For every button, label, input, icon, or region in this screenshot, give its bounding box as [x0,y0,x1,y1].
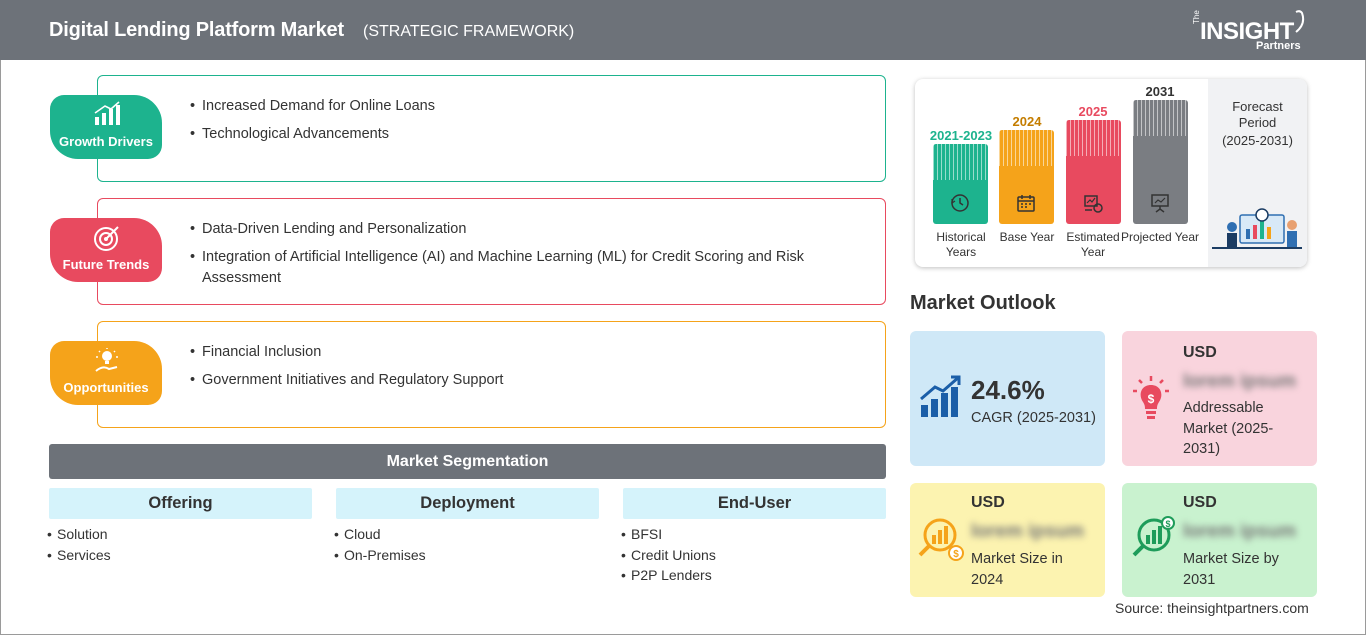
logo-swoosh-icon [1295,10,1305,33]
addressable-market-currency: USD [1183,344,1217,361]
list-item: Credit Unions [621,545,716,566]
svg-text:$: $ [1148,392,1155,406]
market-size-2031-tile: $ USD lorem ipsum Market Size by 2031 [1122,483,1317,597]
forecast-period-title: Forecast Period [1232,99,1283,130]
growth-chart-icon [94,101,120,125]
timeline-year-base: 2024 [1012,114,1042,129]
market-size-2031-label: Market Size by 2031 [1183,551,1279,588]
cagr-tile: 24.6% CAGR (2025-2031) [910,331,1105,466]
growth-drivers-list: Increased Demand for Online Loans Techno… [190,96,845,152]
growth-drivers-card: Increased Demand for Online Loans Techno… [97,75,886,182]
timeline-year-historical: 2021-2023 [929,128,993,143]
market-size-2024-label: Market Size in 2024 [971,551,1063,588]
opportunities-list: Financial Inclusion Government Initiativ… [190,342,845,398]
future-trends-list: Data-Driven Lending and Personalization … [190,219,845,296]
segment-list-deployment: Cloud On-Premises [334,524,426,565]
timeline-bar-estimated [1066,120,1121,224]
timeline-caption-base: Base Year [999,230,1055,244]
cagr-value: 24.6% [971,375,1045,405]
addressable-market-tile: $ USD lorem ipsum Addressable Market (20… [1122,331,1317,466]
list-item: P2P Lenders [621,565,716,586]
list-item: Financial Inclusion [190,342,845,363]
lightbulb-dollar-icon: $ [1133,376,1169,419]
list-item: Data-Driven Lending and Personalization [190,219,845,240]
magnifier-dollar-chart-icon: $ [1132,516,1175,557]
list-item: Cloud [334,524,426,545]
calendar-icon [1017,195,1035,212]
timeline-bar-historical [933,144,988,224]
header-bar: Digital Lending Platform Market (STRATEG… [0,0,1366,60]
timeline-caption-projected: Projected Year [1120,230,1200,244]
logo-partners: Partners [1256,40,1301,52]
opportunities-badge: Opportunities [50,341,162,405]
growth-chart-icon [920,375,961,417]
list-item: Government Initiatives and Regulatory Su… [190,370,845,391]
timeline-year-projected: 2031 [1145,84,1175,99]
insight-partners-logo: The INSIGHT Partners [1192,10,1317,54]
market-size-2031-value: lorem ipsum [1183,521,1296,542]
segment-heading-offering: Offering [49,488,312,519]
list-item: BFSI [621,524,716,545]
source-link[interactable]: Source: theinsightpartners.com [1115,600,1309,616]
page-subtitle: (STRATEGIC FRAMEWORK) [363,23,575,40]
addressable-market-value: lorem ipsum [1183,371,1296,392]
forecast-period-range: (2025-2031) [1222,133,1293,148]
timeline-bar-projected [1133,100,1188,224]
segment-list-end-user: BFSI Credit Unions P2P Lenders [621,524,716,586]
market-outlook-title: Market Outlook [910,292,1056,314]
cagr-label: CAGR (2025-2031) [971,410,1096,426]
future-trends-label: Future Trends [62,257,150,272]
estimate-chart-icon [1084,195,1103,213]
timeline-caption-historical: Historical Years [936,230,986,259]
list-item: Increased Demand for Online Loans [190,96,845,117]
presentation-icon [1151,194,1169,213]
analytics-team-icon [1212,208,1302,249]
list-item: Services [47,545,111,566]
svg-text:$: $ [953,549,959,560]
list-item: Integration of Artificial Intelligence (… [190,247,845,289]
timeline-year-estimated: 2025 [1078,104,1108,119]
market-size-2024-currency: USD [971,494,1005,511]
opportunities-card: Financial Inclusion Government Initiativ… [97,321,886,428]
segment-heading-end-user: End-User [623,488,886,519]
market-segmentation-header: Market Segmentation [49,444,886,479]
segment-heading-deployment: Deployment [336,488,599,519]
lightbulb-hand-icon [95,348,118,372]
growth-drivers-label: Growth Drivers [59,134,153,149]
logo-insight: INSIGHT [1200,18,1294,45]
timeline-panel: Forecast Period (2025-2031) 2021-2023 Hi… [915,79,1307,267]
list-item: Technological Advancements [190,124,845,145]
future-trends-card: Data-Driven Lending and Personalization … [97,198,886,305]
timeline-bar-base [999,130,1054,224]
opportunities-label: Opportunities [63,380,149,395]
target-icon [94,226,119,251]
future-trends-badge: Future Trends [50,218,162,282]
segment-list-offering: Solution Services [47,524,111,565]
addressable-market-label: Addressable Market (2025-2031) [1183,400,1274,457]
market-size-2031-currency: USD [1183,494,1217,511]
list-item: On-Premises [334,545,426,566]
growth-drivers-badge: Growth Drivers [50,95,162,159]
svg-text:$: $ [1165,519,1170,529]
market-size-2024-tile: $ USD lorem ipsum Market Size in 2024 [910,483,1105,597]
history-clock-icon [951,194,969,212]
market-size-2024-value: lorem ipsum [971,521,1084,542]
page-title: Digital Lending Platform Market [49,19,344,41]
magnifier-dollar-chart-icon: $ [918,518,964,561]
timeline-caption-estimated: Estimated Year [1066,230,1120,259]
list-item: Solution [47,524,111,545]
